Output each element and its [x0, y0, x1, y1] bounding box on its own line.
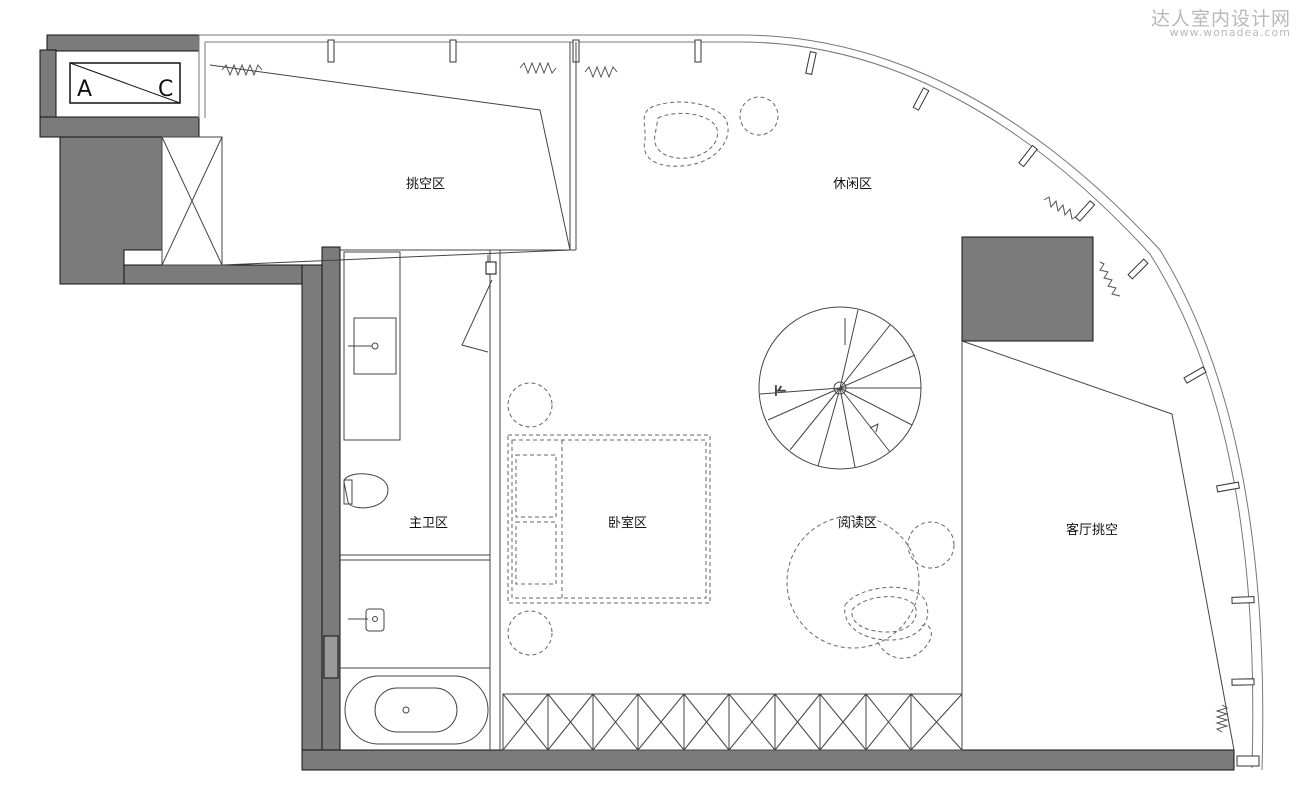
leisure-furniture — [643, 96, 779, 167]
label-bedroom: 卧室区 — [608, 515, 647, 531]
wardrobe-row — [502, 693, 963, 751]
reading-furniture — [786, 515, 955, 659]
bath-outer-wall — [301, 264, 323, 751]
elevator-top-wall — [46, 34, 200, 52]
label-master-bath: 主卫区 — [409, 516, 448, 531]
label-leisure-area: 休闲区 — [833, 177, 872, 192]
ac-letter-c: C — [158, 77, 173, 102]
spiral-stair: 下 — [758, 306, 922, 470]
storage-cross-box — [161, 136, 223, 266]
label-living-void: 客厅挑空 — [1066, 522, 1118, 538]
master-bath-fixtures — [340, 250, 501, 750]
living-void-outline — [961, 340, 1235, 751]
stair-down-label: 下 — [774, 385, 787, 396]
corridor-wall — [123, 264, 323, 285]
elevator-bottom-wall — [39, 116, 200, 138]
watermark-url: www.wonadea.com — [1169, 26, 1291, 39]
label-reading-area: 阅读区 — [838, 516, 877, 531]
bedroom-furniture — [507, 382, 711, 656]
shaft-column — [59, 136, 163, 285]
column-block — [961, 236, 1094, 342]
bottom-wall — [301, 749, 1235, 771]
elevator-left-wall — [39, 49, 57, 121]
ac-letter-a: A — [77, 77, 92, 102]
facade — [198, 34, 1264, 771]
radiator-coils — [221, 61, 1229, 733]
void-area-outline — [209, 42, 577, 266]
ac-unit: A C — [69, 62, 181, 104]
bath-duct — [323, 635, 339, 679]
walls — [39, 34, 1235, 771]
facade-mullions — [327, 39, 1260, 767]
watermark-title: 达人室内设计网 — [1150, 8, 1291, 30]
label-void-area: 挑空区 — [406, 177, 445, 192]
room-labels: 挑空区 休闲区 主卫区 卧室区 阅读区 客厅挑空 — [406, 177, 1118, 538]
